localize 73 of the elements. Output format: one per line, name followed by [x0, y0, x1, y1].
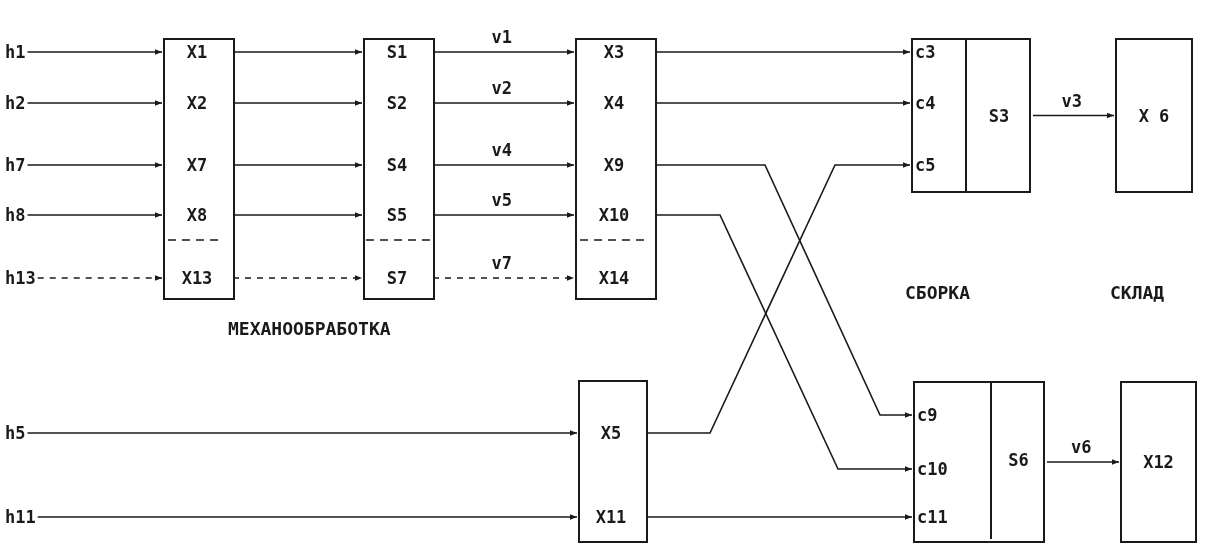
column-box — [163, 38, 235, 300]
arrow — [432, 49, 575, 55]
item-label: c3 — [911, 35, 961, 69]
arrow — [654, 214, 913, 472]
item-label: X11 — [578, 500, 644, 534]
arrow — [432, 100, 575, 106]
input-label: h2 — [5, 93, 26, 113]
arrow — [432, 212, 575, 218]
arrow — [26, 212, 163, 218]
item-label: c10 — [913, 452, 986, 486]
item-label: X13 — [163, 261, 231, 295]
arrow — [232, 275, 363, 281]
item-label: X3 — [575, 35, 653, 69]
arrow — [232, 162, 363, 168]
storage-box: X 6 — [1115, 38, 1193, 193]
section-label: СБОРКА — [905, 282, 971, 303]
section-label: МЕХАНООБРАБОТКА — [228, 318, 391, 339]
arrow — [1046, 459, 1120, 465]
item-label: X10 — [575, 198, 653, 232]
arrow — [645, 514, 913, 520]
input-label: h11 — [5, 507, 36, 527]
arrow — [232, 100, 363, 106]
column-box — [578, 380, 648, 543]
arrow — [654, 100, 911, 106]
column-box — [911, 38, 1031, 193]
arrow — [232, 212, 363, 218]
arrow — [26, 100, 163, 106]
edge-label: v7 — [489, 254, 514, 272]
item-label: c9 — [913, 398, 986, 432]
column-box — [913, 381, 1045, 543]
column-box — [363, 38, 435, 300]
item-label: X14 — [575, 261, 653, 295]
item-label: X2 — [163, 86, 231, 120]
section-label: СКЛАД — [1110, 282, 1165, 303]
item-label: S1 — [363, 35, 431, 69]
arrow — [432, 162, 575, 168]
station-column: S6 — [990, 381, 1045, 539]
edge-label: v4 — [489, 141, 514, 159]
edge-label: v2 — [489, 79, 514, 97]
edge-label: v6 — [1069, 438, 1094, 456]
input-label: h1 — [5, 42, 26, 62]
item-label: S7 — [363, 261, 431, 295]
arrow — [26, 430, 578, 436]
item-label: c11 — [913, 500, 986, 534]
item-label: S4 — [363, 148, 431, 182]
item-label: S2 — [363, 86, 431, 120]
column-box — [575, 38, 657, 300]
input-label: h8 — [5, 205, 26, 225]
item-label: c4 — [911, 86, 961, 120]
arrow — [654, 49, 911, 55]
arrow — [36, 275, 163, 281]
item-label: X4 — [575, 86, 653, 120]
item-label: c5 — [911, 148, 961, 182]
station-column: S3 — [965, 38, 1031, 193]
arrow — [1032, 112, 1115, 119]
arrow — [232, 49, 363, 55]
edge-label: v3 — [1059, 91, 1084, 110]
item-label: X5 — [578, 416, 644, 450]
input-label: h7 — [5, 155, 26, 175]
item-label: X1 — [163, 35, 231, 69]
item-label: X9 — [575, 148, 653, 182]
arrow — [432, 275, 575, 281]
input-label: h13 — [5, 268, 36, 288]
edge-label: v1 — [489, 28, 514, 46]
arrow — [36, 514, 578, 520]
input-label: h5 — [5, 423, 26, 443]
arrow — [26, 49, 163, 55]
storage-box: X12 — [1120, 381, 1197, 543]
arrow — [26, 162, 163, 168]
item-label: S5 — [363, 198, 431, 232]
item-label: X7 — [163, 148, 231, 182]
edge-label: v5 — [489, 191, 514, 209]
item-label: X8 — [163, 198, 231, 232]
